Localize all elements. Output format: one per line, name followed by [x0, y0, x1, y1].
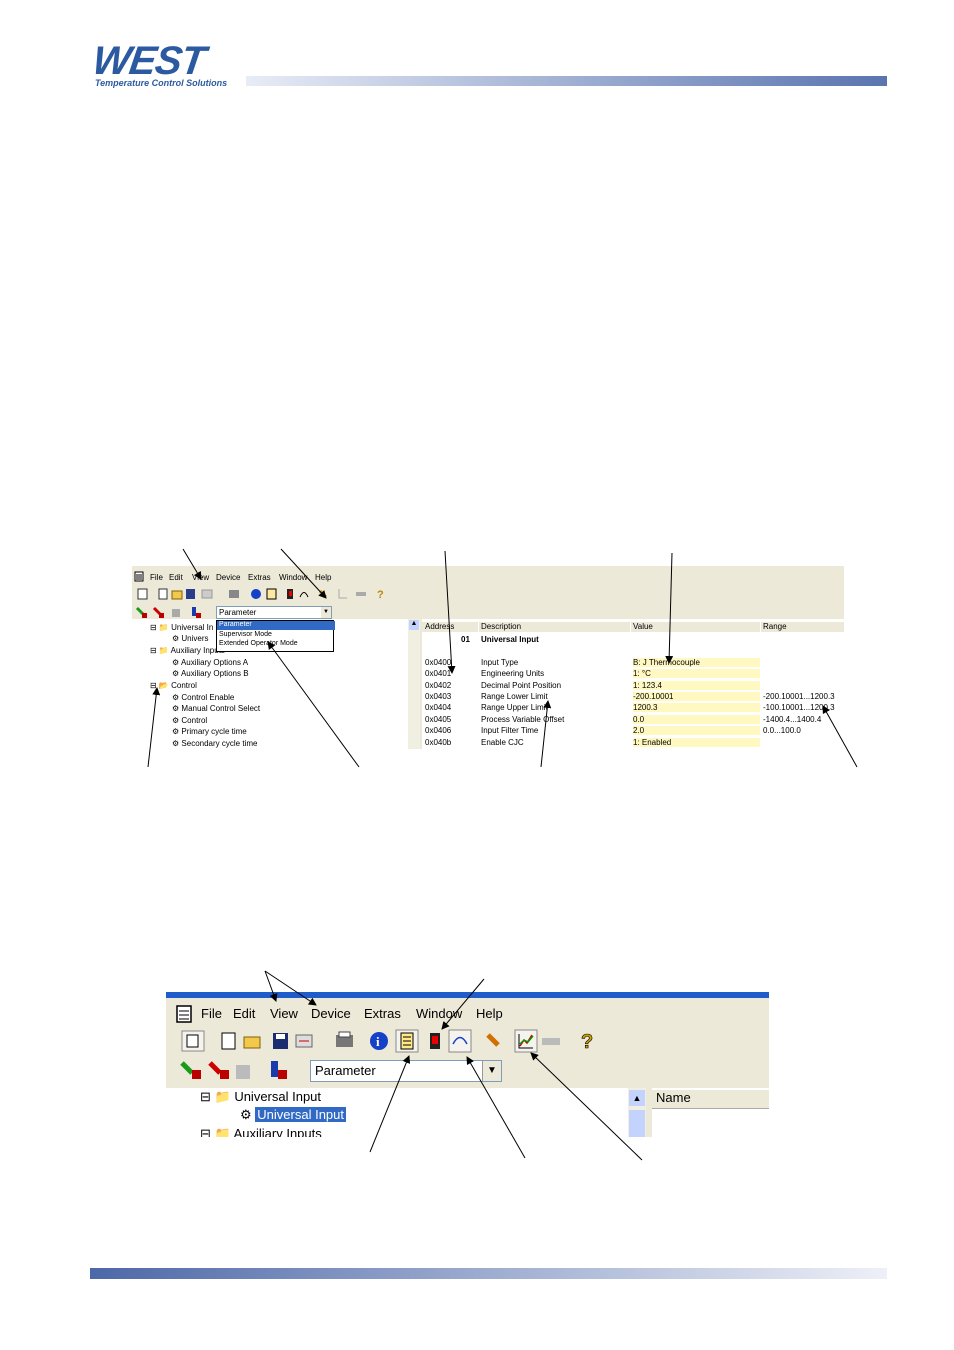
west-logo: WEST Temperature Control Solutions: [90, 39, 243, 90]
tree-item-primary-cycle[interactable]: ⚙ Primary cycle time: [172, 727, 247, 736]
menu-extras[interactable]: Extras: [364, 1006, 401, 1021]
arrow-trend: [466, 1056, 526, 1159]
tree-item-manual-control[interactable]: ⚙ Manual Control Select: [172, 704, 261, 713]
arrow-view-menu: [182, 548, 202, 580]
mode-select-value: Parameter: [219, 608, 257, 617]
mode-select[interactable]: Parameter ▼: [216, 606, 332, 619]
arrow-range-column: [822, 705, 858, 768]
mode-select[interactable]: Parameter ▼: [310, 1060, 502, 1082]
scroll-up-icon[interactable]: ▲: [629, 1090, 645, 1106]
arrow-address-column: [444, 550, 456, 674]
chevron-down-icon[interactable]: ▼: [321, 607, 331, 618]
chevron-down-icon[interactable]: ▼: [482, 1061, 501, 1081]
arrow-device-menu-zoom: [264, 970, 317, 1006]
tree-item-control-group[interactable]: ⊟ 📂 Control: [150, 681, 197, 690]
menu-extras[interactable]: Extras: [248, 573, 271, 582]
header-gradient-bar: [246, 76, 887, 86]
tree-item-control[interactable]: ⚙ Control: [172, 716, 208, 725]
group-row: 01 Universal Input: [461, 635, 539, 644]
menu-edit[interactable]: Edit: [169, 573, 183, 582]
menu-device[interactable]: Device: [311, 1006, 351, 1021]
option-supervisor-mode[interactable]: Supervisor Mode: [219, 631, 272, 638]
arrow-view-menu-zoom: [264, 970, 278, 1002]
info-icon-glyph: i: [376, 1034, 380, 1049]
arrow-value-column: [665, 552, 674, 664]
arrow-chart: [530, 1052, 643, 1161]
col-header-range[interactable]: Range: [761, 622, 844, 632]
menu-device[interactable]: Device: [216, 573, 241, 582]
footer-gradient-bar: [90, 1268, 887, 1279]
help-icon-glyph: ?: [581, 1031, 593, 1053]
menu-help[interactable]: Help: [315, 573, 332, 582]
svg-text:?: ?: [377, 589, 384, 601]
title-bar: [166, 992, 769, 998]
arrow-mode-dropdown: [267, 641, 360, 768]
option-parameter[interactable]: Parameter: [217, 621, 335, 630]
arrow-parameter-list: [369, 1055, 411, 1153]
tree-item-aux-options-a[interactable]: ⚙ Auxiliary Options A: [172, 658, 249, 667]
arrow-tree-folder: [147, 687, 161, 768]
tree-scrollbar[interactable]: ▲: [628, 1088, 646, 1137]
app-icon: [176, 1005, 192, 1026]
tree-item-aux-options-b[interactable]: ⚙ Auxiliary Options B: [172, 669, 249, 678]
col-header-address[interactable]: Address: [422, 622, 478, 632]
screenshot-parameter-view: File Edit View Device Extras Window Help…: [132, 566, 844, 749]
menu-window[interactable]: Window: [416, 1006, 463, 1021]
tree-item-universal-input[interactable]: ⚙ Universal Input: [240, 1107, 346, 1122]
mode-select-value: Parameter: [315, 1063, 376, 1078]
main-toolbar: i ?: [166, 1027, 769, 1055]
scroll-up-icon[interactable]: ▲: [409, 620, 419, 630]
tree-scrollbar[interactable]: ▲: [408, 619, 420, 749]
tree-item-control-enable[interactable]: ⚙ Control Enable: [172, 693, 235, 702]
tree-item-universal-input[interactable]: ⚙ Univers: [172, 634, 209, 643]
menu-view[interactable]: View: [270, 1006, 298, 1021]
menu-help[interactable]: Help: [476, 1006, 503, 1021]
app-icon: [134, 571, 144, 582]
tree-item-universal-input-group[interactable]: ⊟ 📁 Universal Input: [200, 1089, 322, 1104]
screenshot-toolbar-zoom: File Edit View Device Extras Window Help…: [166, 992, 769, 1137]
menu-file[interactable]: File: [150, 573, 163, 582]
logo-tagline: Temperature Control Solutions: [95, 78, 228, 88]
col-header-value[interactable]: Value: [631, 622, 760, 632]
tree-item-universal-input-group[interactable]: ⊟ 📁 Universal In: [150, 623, 214, 632]
arrow-device-icon: [441, 978, 485, 1030]
parameter-grid: Name: [652, 1088, 769, 1137]
secondary-toolbar: Parameter ▼: [132, 604, 844, 620]
option-extended-operator-mode[interactable]: Extended Operator Mode: [219, 640, 298, 647]
parameter-grid: Address Description Value Range 01 Unive…: [422, 619, 844, 749]
menu-edit[interactable]: Edit: [233, 1006, 256, 1021]
tree-item-auxiliary-inputs[interactable]: ⊟ 📁 Auxiliary Inputs: [150, 646, 225, 655]
tree-item-secondary-cycle[interactable]: ⚙ Secondary cycle time: [172, 739, 258, 748]
col-header-name[interactable]: Name: [652, 1090, 769, 1109]
menu-window[interactable]: Window: [279, 573, 308, 582]
menu-file[interactable]: File: [201, 1006, 222, 1021]
secondary-toolbar: Parameter ▼: [166, 1058, 769, 1084]
col-header-description[interactable]: Description: [479, 622, 630, 632]
tree-item-auxiliary-inputs[interactable]: ⊟ 📁 Auxiliary Inputs: [200, 1126, 322, 1137]
parameter-tree: ⊟ 📁 Universal Input ⚙ Universal Input ⊟ …: [166, 1088, 628, 1137]
arrow-description-column: [540, 700, 552, 768]
main-toolbar: ?: [132, 586, 844, 602]
arrow-toolbar: [280, 548, 327, 599]
scroll-thumb[interactable]: [629, 1110, 645, 1137]
